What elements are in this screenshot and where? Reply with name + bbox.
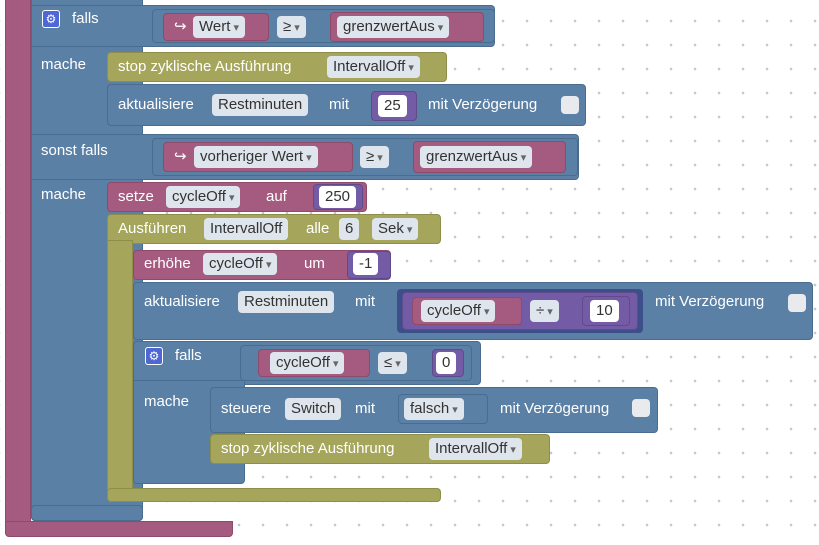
update-state-1[interactable]: Restminuten bbox=[212, 94, 309, 116]
divide-var-dropdown[interactable]: cycleOff bbox=[421, 300, 496, 322]
update-mit-1: mit bbox=[329, 96, 349, 113]
event-block-bottom bbox=[5, 521, 233, 537]
number-25[interactable]: 25 bbox=[378, 95, 407, 117]
bool-dropdown[interactable]: falsch bbox=[404, 398, 464, 420]
grenzwert-dropdown[interactable]: grenzwertAus bbox=[337, 16, 450, 38]
delay-checkbox-1[interactable] bbox=[561, 96, 579, 114]
control-target[interactable]: Switch bbox=[285, 398, 342, 420]
schedule-unit[interactable]: Sek bbox=[372, 218, 419, 240]
schedule-block-body bbox=[107, 240, 133, 502]
number-10[interactable]: 10 bbox=[590, 300, 619, 322]
set-label: setze bbox=[118, 188, 154, 205]
update-block-1[interactable] bbox=[107, 84, 586, 126]
update-label-1: aktualisiere bbox=[118, 96, 194, 113]
schedule-block-footer bbox=[107, 488, 441, 502]
delay-label-3: mit Verzögerung bbox=[500, 400, 610, 417]
stop-label-1: stop zyklische Ausführung bbox=[118, 58, 292, 75]
number-neg1[interactable]: -1 bbox=[353, 253, 379, 275]
schedule-name[interactable]: IntervallOff bbox=[204, 218, 289, 240]
sonst-falls-label: sonst falls bbox=[41, 142, 108, 159]
delay-label-1: mit Verzögerung bbox=[428, 96, 538, 113]
number-250[interactable]: 250 bbox=[319, 186, 357, 208]
stop-target-1[interactable]: IntervallOff bbox=[327, 56, 420, 78]
mache-label-2: mache bbox=[41, 186, 87, 203]
set-var-dropdown[interactable]: cycleOff bbox=[166, 186, 241, 208]
op-dropdown-2[interactable]: ≥ bbox=[360, 146, 389, 168]
if-block-footer bbox=[31, 505, 143, 521]
schedule-interval[interactable]: 6 bbox=[339, 218, 360, 240]
control-mit: mit bbox=[355, 400, 375, 417]
arrow-icon: ↪ bbox=[174, 18, 187, 35]
increment-um: um bbox=[304, 255, 325, 272]
wert-dropdown[interactable]: Wert bbox=[193, 16, 245, 38]
delay-label-2: mit Verzögerung bbox=[655, 293, 765, 310]
delay-checkbox-2[interactable] bbox=[788, 294, 806, 312]
divide-op-dropdown[interactable]: ÷ bbox=[530, 300, 559, 322]
inner-op-dropdown[interactable]: ≤ bbox=[378, 352, 407, 374]
update-state-2[interactable]: Restminuten bbox=[238, 291, 335, 313]
number-0[interactable]: 0 bbox=[436, 352, 457, 374]
grenzwert-dropdown-2[interactable]: grenzwertAus bbox=[420, 146, 533, 168]
update-mit-2: mit bbox=[355, 293, 375, 310]
gear-icon[interactable]: ⚙ bbox=[42, 10, 60, 28]
event-block-frame[interactable] bbox=[5, 0, 31, 530]
falls-label: falls bbox=[72, 10, 99, 27]
increment-label: erhöhe bbox=[144, 255, 191, 272]
op-dropdown[interactable]: ≥ bbox=[277, 16, 306, 38]
inner-var-dropdown[interactable]: cycleOff bbox=[270, 352, 345, 374]
schedule-alle: alle bbox=[306, 220, 330, 237]
delay-checkbox-3[interactable] bbox=[632, 399, 650, 417]
inner-mache-label: mache bbox=[144, 393, 190, 410]
gear-icon-2[interactable]: ⚙ bbox=[145, 347, 163, 365]
schedule-label: Ausführen bbox=[118, 220, 187, 237]
increment-var[interactable]: cycleOff bbox=[203, 253, 278, 275]
prev-value-dropdown[interactable]: vorheriger Wert bbox=[194, 146, 318, 168]
control-label: steuere bbox=[221, 400, 272, 417]
arrow-icon-2: ↪ bbox=[174, 148, 187, 165]
stop-target-2[interactable]: IntervallOff bbox=[429, 438, 522, 460]
set-auf-label: auf bbox=[266, 188, 287, 205]
update-label-2: aktualisiere bbox=[144, 293, 220, 310]
stop-label-2: stop zyklische Ausführung bbox=[221, 440, 395, 457]
mache-label: mache bbox=[41, 56, 87, 73]
inner-falls-label: falls bbox=[175, 347, 202, 364]
